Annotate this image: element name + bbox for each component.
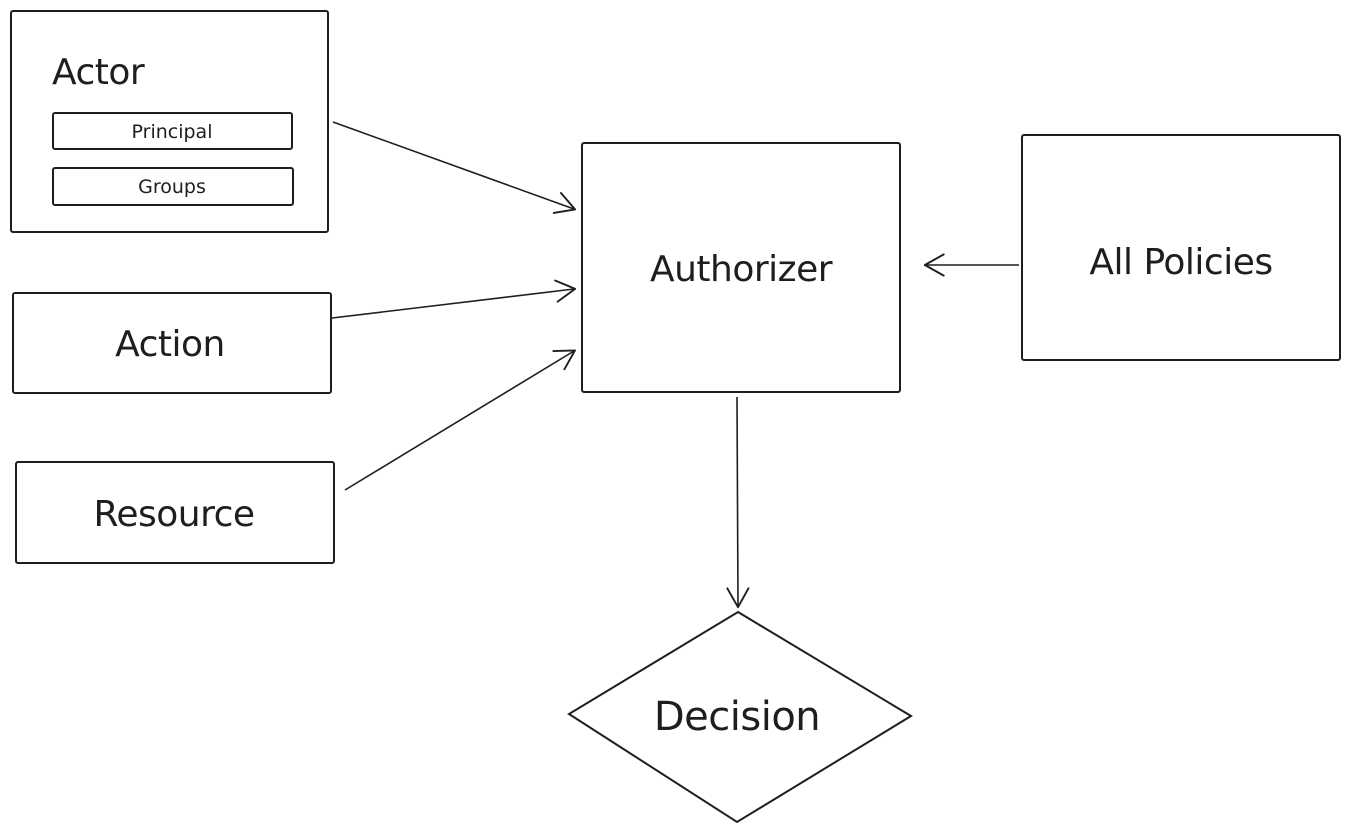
- edges-layer: [331, 121, 1019, 609]
- groups-label: Groups: [138, 176, 206, 198]
- decision-diamond[interactable]: [567, 610, 913, 824]
- authorizer-node: Authorizer: [581, 142, 901, 393]
- all-policies-label: All Policies: [1089, 242, 1272, 283]
- resource-node: Resource: [15, 461, 335, 564]
- action-label: Action: [115, 324, 225, 365]
- resource-box[interactable]: [15, 461, 335, 564]
- principal-label: Principal: [132, 121, 213, 143]
- actor-node: Actor Principal Groups: [10, 10, 329, 233]
- action-node: Action: [12, 292, 332, 394]
- edge-actor-to-authorizer[interactable]: [332, 121, 577, 214]
- edge-authorizer-to-decision[interactable]: [726, 396, 750, 609]
- decision-node: Decision: [567, 610, 913, 824]
- all-policies-node: All Policies: [1021, 134, 1341, 361]
- all-policies-box[interactable]: [1021, 134, 1341, 361]
- actor-label: Actor: [52, 52, 145, 93]
- resource-label: Resource: [93, 494, 254, 535]
- authorizer-box[interactable]: [581, 142, 901, 393]
- authorizer-label: Authorizer: [650, 249, 833, 290]
- groups-box[interactable]: [52, 167, 294, 206]
- principal-box[interactable]: [52, 112, 293, 150]
- edge-action-to-authorizer[interactable]: [331, 279, 577, 319]
- action-box[interactable]: [12, 292, 332, 394]
- decision-label: Decision: [654, 694, 820, 740]
- edge-resource-to-authorizer[interactable]: [344, 349, 576, 491]
